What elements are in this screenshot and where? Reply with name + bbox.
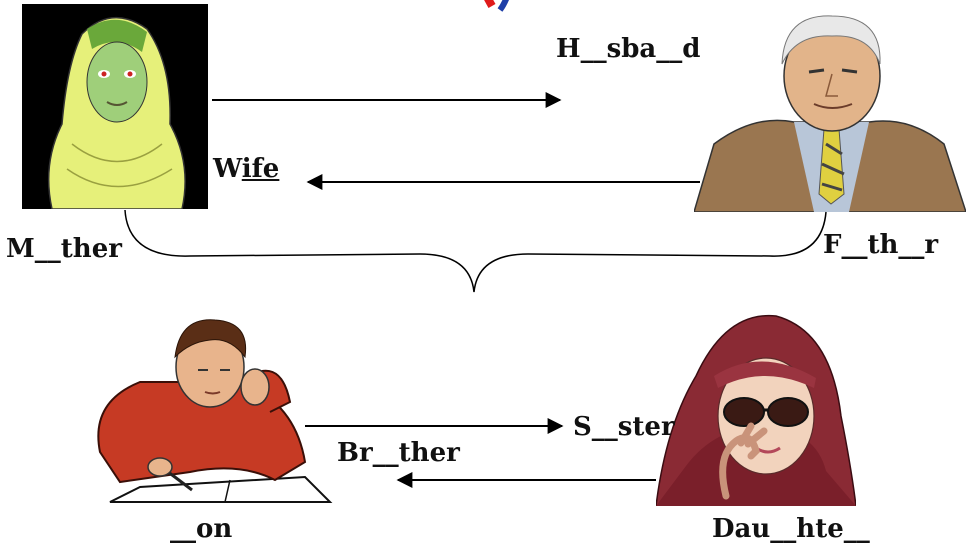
daughter-label: Dau__hte__ bbox=[712, 514, 870, 544]
mother-picture bbox=[22, 4, 208, 209]
son-label: __on bbox=[170, 514, 233, 544]
father-picture bbox=[694, 15, 966, 212]
wife-label-prefix: W bbox=[213, 154, 242, 184]
parents-brace bbox=[124, 209, 827, 293]
sister-label: S__ster bbox=[573, 412, 675, 442]
father-label: F__th__r bbox=[823, 230, 939, 260]
husband-label: H__sba__d bbox=[556, 34, 701, 64]
son-picture bbox=[97, 319, 333, 503]
daughter-picture bbox=[656, 314, 856, 506]
wife-label-fill: ife bbox=[241, 154, 280, 184]
mother-label: M__ther bbox=[6, 234, 122, 264]
wife-label: Wife bbox=[213, 156, 279, 182]
title-fragment bbox=[484, 0, 509, 12]
brother-label: Br__ther bbox=[337, 438, 460, 468]
